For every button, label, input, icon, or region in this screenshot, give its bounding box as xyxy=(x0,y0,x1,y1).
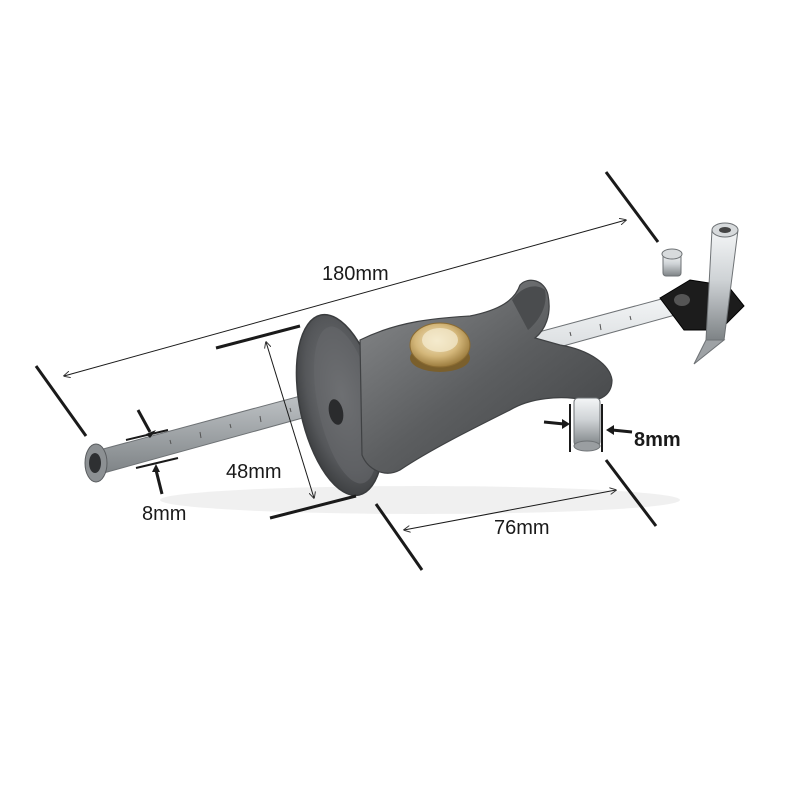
base-extension-left xyxy=(374,503,424,571)
fence-height-label: 48mm xyxy=(226,461,282,483)
length-label: 180mm xyxy=(322,263,389,285)
base-width-label: 76mm xyxy=(494,517,550,539)
cutter-pin xyxy=(693,222,739,365)
height-dimension-line xyxy=(266,342,314,498)
rod-end-cap xyxy=(84,443,108,483)
length-dimension-line xyxy=(64,220,626,376)
base-dimension-line xyxy=(404,490,616,530)
length-extension-left xyxy=(34,365,88,437)
length-extension-right xyxy=(604,171,660,243)
pin-diameter-label: 8mm xyxy=(634,429,681,451)
rod-dia-arrow-top xyxy=(136,409,152,433)
locating-pin xyxy=(573,397,601,452)
rod-dia-tick-bottom xyxy=(135,457,179,469)
pin-dia-arrow-left xyxy=(543,420,565,426)
base-extension-right xyxy=(604,459,658,527)
dimension-annotations xyxy=(34,171,660,571)
pin-dia-arrow-right xyxy=(611,428,633,434)
rod-dia-arrow-bottom xyxy=(154,469,164,495)
marking-gauge xyxy=(84,222,745,514)
rod-diameter-label: 8mm xyxy=(142,503,186,525)
brass-thumb-screw xyxy=(409,322,471,372)
height-extension-top xyxy=(215,324,301,350)
shadow xyxy=(160,486,680,514)
height-extension-bottom xyxy=(269,494,357,520)
